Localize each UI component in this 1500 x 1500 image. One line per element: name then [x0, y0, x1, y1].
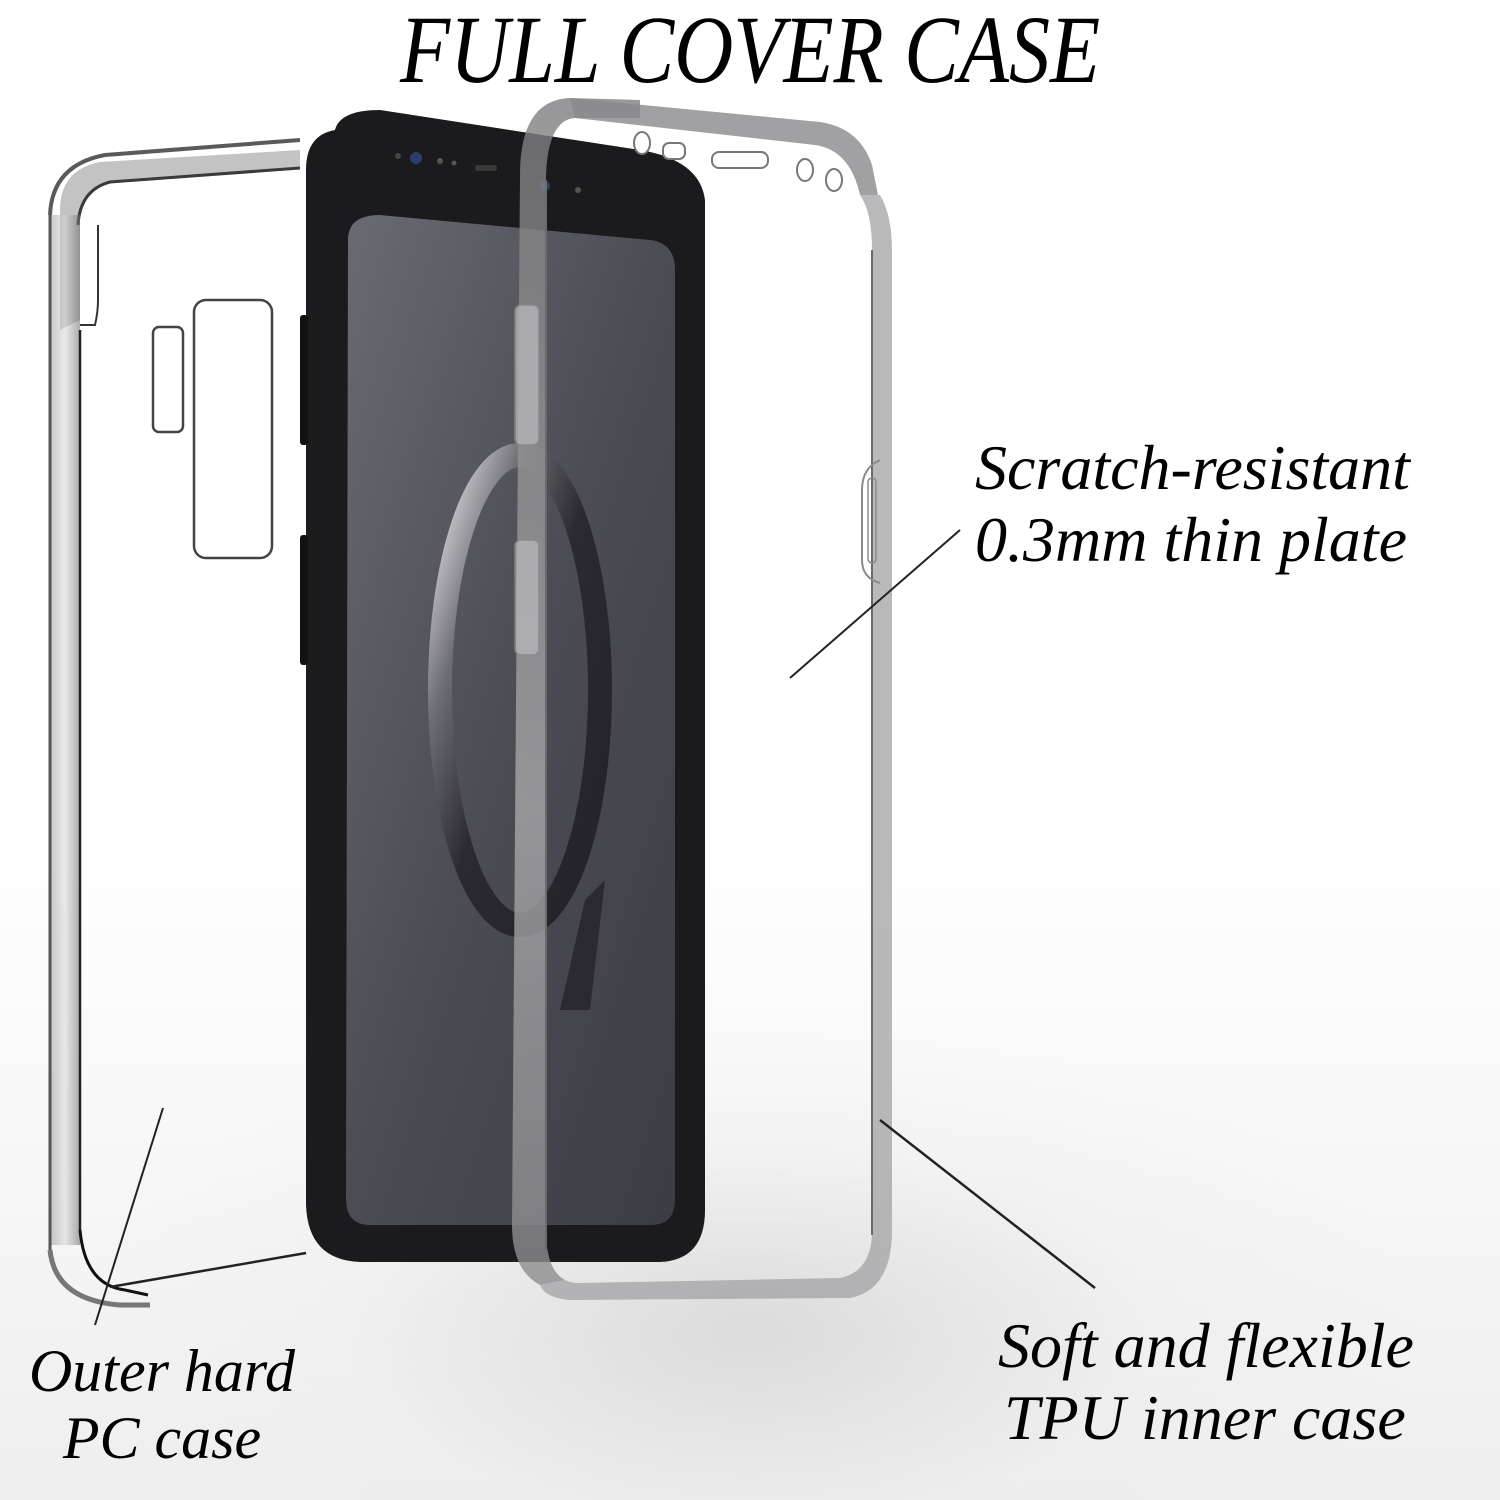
callout-soft-flexible: Soft and flexible TPU inner case	[998, 1310, 1414, 1453]
callout-soft-line1: Soft and flexible	[998, 1310, 1414, 1381]
callout-line-scratch	[789, 529, 961, 679]
tpu-front-case	[512, 98, 892, 1300]
callout-scratch-resistant: Scratch-resistant 0.3mm thin plate	[975, 432, 1410, 575]
callout-scratch-line1: Scratch-resistant	[975, 432, 1410, 503]
page-title: FULL COVER CASE	[399, 0, 1101, 104]
callout-scratch-line2: 0.3mm thin plate	[975, 503, 1407, 575]
pc-back-case	[47, 138, 307, 1308]
callout-line-soft	[879, 1119, 1096, 1289]
callout-line-outer	[94, 1107, 164, 1326]
callout-soft-line2: TPU inner case	[1004, 1381, 1406, 1453]
callout-outer-line2: PC case	[62, 1405, 262, 1472]
callout-outer-hard: Outer hard PC case	[12, 1338, 312, 1472]
callout-outer-line1: Outer hard	[28, 1338, 296, 1404]
phone-device	[300, 110, 705, 1262]
